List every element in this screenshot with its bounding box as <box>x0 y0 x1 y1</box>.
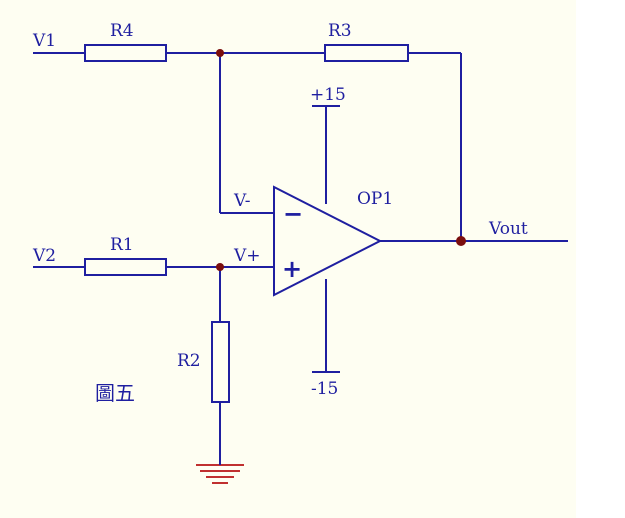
ground-symbol <box>196 464 244 484</box>
label-v-minus: V- <box>233 191 250 211</box>
resistor-r2 <box>211 321 230 403</box>
label-op1: OP1 <box>357 189 393 209</box>
resistor-r4 <box>84 44 167 62</box>
resistor-r3 <box>324 44 409 62</box>
opamp-schematic: − + V1 R4 R3 +15 V- OP1 Vout V2 R1 V+ R2… <box>32 21 568 484</box>
label-r4: R4 <box>110 21 134 41</box>
wires <box>33 52 568 458</box>
opamp-minus-sign: − <box>283 200 303 228</box>
resistor-r1 <box>84 258 167 276</box>
junction-r4-r3 <box>216 49 224 57</box>
label-v-plus: V+ <box>233 246 261 266</box>
opamp-plus-sign: + <box>282 255 302 283</box>
opamp-op1 <box>273 185 383 297</box>
label-supply-pos: +15 <box>310 85 346 105</box>
page-margin <box>576 0 625 518</box>
label-supply-neg: -15 <box>311 379 338 399</box>
junction-plus-r2 <box>216 263 224 271</box>
label-r3: R3 <box>328 21 352 41</box>
label-r1: R1 <box>110 235 134 255</box>
label-v1: V1 <box>32 31 56 51</box>
label-vout: Vout <box>488 219 528 239</box>
label-r2: R2 <box>177 351 201 371</box>
label-v2: V2 <box>32 246 56 266</box>
figure-caption: 圖五 <box>95 381 135 405</box>
junction-output <box>456 236 466 246</box>
